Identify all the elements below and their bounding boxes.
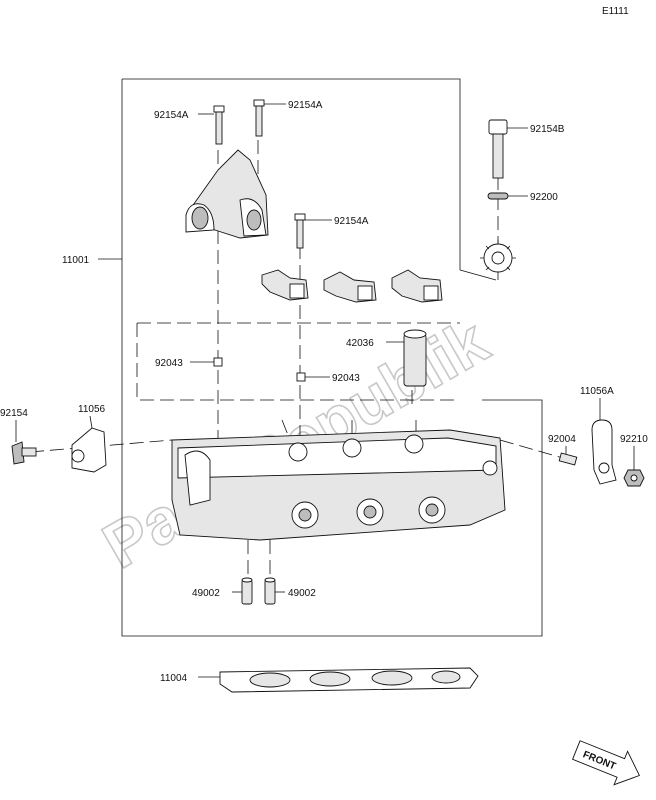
part-labels: 92154A 92154A 92154A 92154B 92200 11001 … (0, 100, 648, 684)
bolt-92154a-right (253, 99, 265, 137)
diagram-code: E1111 (602, 6, 629, 17)
label-92200: 92200 (530, 192, 558, 203)
label-92043-right: 92043 (332, 373, 360, 384)
label-92043-left: 92043 (155, 358, 183, 369)
stud-92004 (558, 452, 578, 466)
label-92154: 92154 (0, 408, 28, 419)
rocker-arm-2 (323, 271, 377, 303)
bolt-92154a-left (213, 105, 225, 145)
label-11004: 11004 (160, 673, 188, 684)
label-42036: 42036 (346, 338, 374, 349)
rocker-arm-3 (391, 269, 443, 303)
label-92004: 92004 (548, 434, 576, 445)
label-92154a-left: 92154A (154, 110, 189, 121)
label-92210: 92210 (620, 434, 648, 445)
assembly-frame (121, 78, 543, 637)
head-gasket-11004 (219, 667, 479, 693)
nut-92210 (623, 469, 645, 487)
bracket-11056a (591, 419, 617, 485)
camshaft-bracket (185, 149, 269, 239)
dowel-pin-92043-right (296, 372, 306, 382)
label-92154b: 92154B (530, 124, 565, 135)
bracket-11056 (71, 427, 107, 473)
bolt-92154 (11, 441, 37, 465)
label-49002-right: 49002 (288, 588, 316, 599)
pipe-42036 (403, 329, 427, 387)
label-92154a-mid: 92154A (334, 216, 369, 227)
oring-92200 (487, 192, 509, 200)
gear-icon (480, 240, 516, 276)
dowel-pin-92043-left (213, 357, 223, 367)
rocker-arm-1 (261, 269, 309, 301)
valve-guide-49002-left (241, 577, 253, 605)
bolt-92154b (488, 119, 508, 179)
leader-lines (15, 103, 635, 678)
label-92154a-right: 92154A (288, 100, 323, 111)
cylinder-head (171, 429, 506, 541)
bolt-92154a-mid (294, 213, 306, 249)
label-49002-left: 49002 (192, 588, 220, 599)
valve-guide-49002-right (264, 577, 276, 605)
front-arrow-icon: FRONT (571, 740, 641, 786)
label-11056: 11056 (78, 404, 106, 415)
label-11056a: 11056A (580, 386, 614, 397)
label-11001: 11001 (62, 255, 90, 266)
